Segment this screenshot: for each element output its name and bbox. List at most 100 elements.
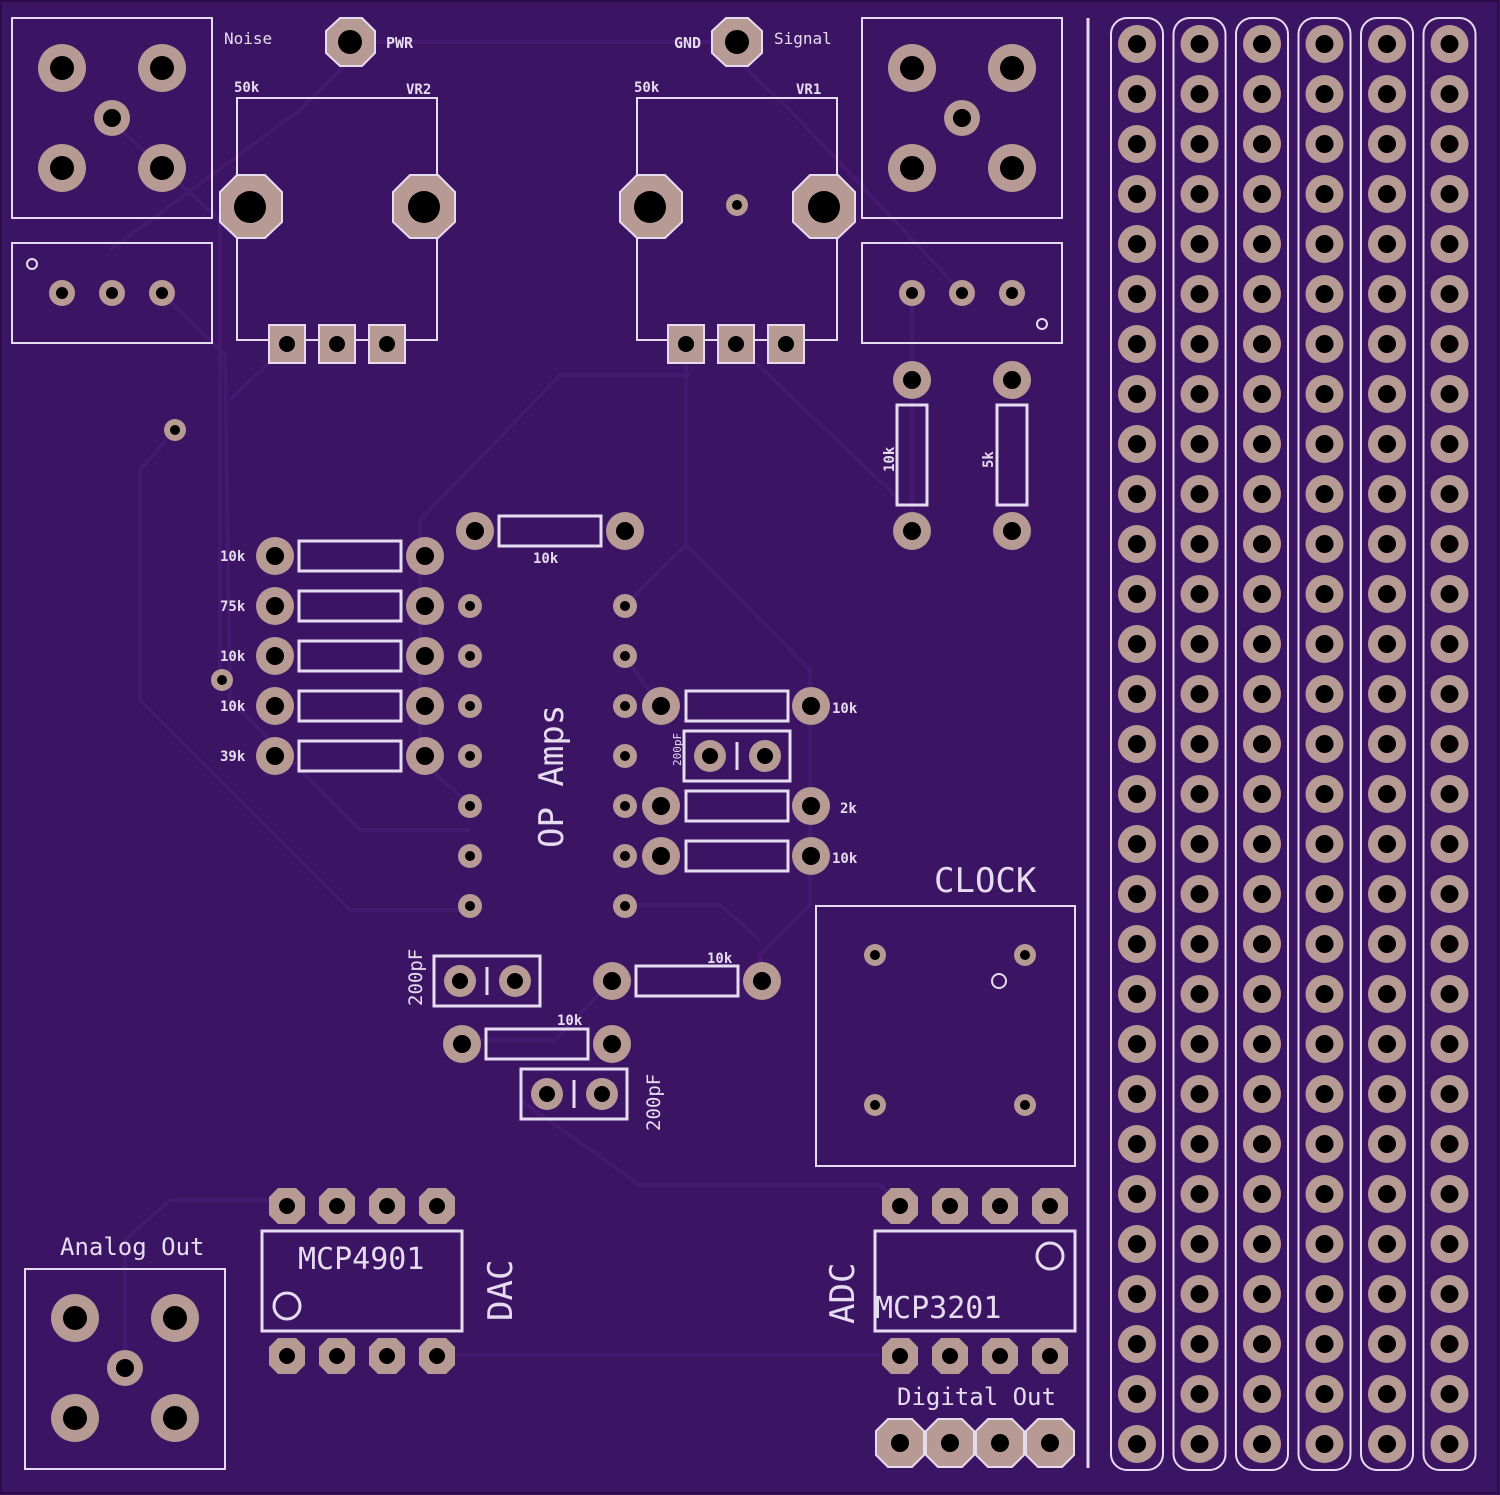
via-hole — [217, 675, 227, 685]
resistor-top-center — [456, 512, 644, 550]
proto-pad-hole — [1253, 285, 1271, 303]
resistor-lower-2 — [443, 1025, 631, 1063]
proto-pad-hole — [1190, 435, 1209, 453]
proto-pad-hole — [1315, 135, 1334, 153]
proto-pad-hole — [1190, 135, 1209, 153]
vr2-value-label: 50k — [234, 80, 260, 96]
proto-pad-hole — [1378, 85, 1396, 103]
proto-pad-hole — [1190, 285, 1209, 303]
proto-pad-hole — [1128, 1035, 1146, 1053]
proto-pad-hole — [1253, 435, 1271, 453]
proto-pad-hole — [1315, 1285, 1334, 1303]
proto-pad-hole — [1128, 1385, 1146, 1403]
proto-pad-hole — [1253, 935, 1271, 953]
proto-pad-hole — [1440, 735, 1459, 753]
proto-pad-hole — [1253, 235, 1271, 253]
proto-pad-hole — [1378, 585, 1396, 603]
proto-pad-hole — [1315, 85, 1334, 103]
proto-pad-hole — [1378, 1385, 1396, 1403]
proto-pad-hole — [1253, 1335, 1271, 1353]
proto-pad-hole — [1128, 35, 1146, 53]
proto-pad-hole — [1315, 585, 1334, 603]
proto-pad-hole — [1128, 885, 1146, 903]
proto-pad-hole — [1315, 885, 1334, 903]
capacitor-lower — [519, 1067, 629, 1121]
proto-pad-hole — [1315, 385, 1334, 403]
resistor-left-5-label: 39k — [220, 749, 246, 765]
proto-strip-outline — [1297, 17, 1352, 1471]
proto-pad-hole — [1190, 935, 1209, 953]
pwr-label: PWR — [386, 34, 414, 52]
proto-pad-hole — [1128, 1435, 1146, 1453]
proto-pad-hole — [1253, 585, 1271, 603]
proto-pad-hole — [1440, 285, 1459, 303]
proto-pad-hole — [1378, 185, 1396, 203]
proto-pad-hole — [1315, 1135, 1334, 1153]
proto-pad-hole — [1128, 1335, 1146, 1353]
proto-pad-hole — [1253, 135, 1271, 153]
proto-pad-hole — [1315, 235, 1334, 253]
resistor-10k-vertical — [893, 361, 931, 550]
noise-switch — [11, 242, 213, 344]
resistor-5k-vertical — [993, 361, 1031, 550]
proto-pad-hole — [1440, 485, 1459, 503]
proto-pad-hole — [1315, 1235, 1334, 1253]
resistor-mid-right-1-label: 10k — [832, 701, 858, 717]
proto-pad-hole — [1378, 685, 1396, 703]
proto-pad-hole — [1190, 1035, 1209, 1053]
proto-pad-hole — [1190, 1435, 1209, 1453]
clock-oscillator — [815, 905, 1076, 1167]
resistor-left-4-label: 10k — [220, 699, 246, 715]
proto-pad-hole — [1128, 985, 1146, 1003]
proto-strip-outline — [1172, 17, 1227, 1471]
proto-pad-hole — [1190, 585, 1209, 603]
proto-pad-hole — [1190, 1135, 1209, 1153]
proto-pad-hole — [1253, 635, 1271, 653]
proto-pad-hole — [1315, 335, 1334, 353]
proto-pad-hole — [1440, 935, 1459, 953]
resistor-5k-vertical-label: 5k — [981, 451, 997, 468]
dac-chip — [260, 1188, 464, 1374]
proto-pad-hole — [1378, 435, 1396, 453]
resistor-mid-right-2-label: 2k — [840, 801, 857, 817]
proto-pad-hole — [1440, 1185, 1459, 1203]
proto-pad-hole — [1128, 535, 1146, 553]
proto-strip-outline — [1360, 17, 1414, 1471]
proto-pad-hole — [1253, 485, 1271, 503]
proto-pad-hole — [1190, 785, 1209, 803]
resistor-top-center-label: 10k — [533, 551, 559, 567]
proto-pad-hole — [1190, 985, 1209, 1003]
gnd-label: GND — [674, 34, 701, 52]
proto-pad-hole — [1128, 1085, 1146, 1103]
proto-pad-hole — [1378, 35, 1396, 53]
proto-pad-hole — [1128, 235, 1146, 253]
proto-pad-hole — [1440, 1385, 1459, 1403]
proto-pad-hole — [1190, 835, 1209, 853]
proto-pad-hole — [1190, 535, 1209, 553]
proto-pad-hole — [1378, 985, 1396, 1003]
proto-pad-hole — [1315, 1385, 1334, 1403]
proto-pad-hole — [1315, 185, 1334, 203]
proto-pad-hole — [1440, 135, 1459, 153]
copper-traces — [108, 40, 962, 1370]
proto-pad-hole — [1440, 785, 1459, 803]
proto-pad-hole — [1440, 35, 1459, 53]
proto-pad-hole — [1128, 685, 1146, 703]
proto-pad-hole — [1315, 985, 1334, 1003]
resistor-lower-1 — [593, 962, 781, 1000]
proto-pad-hole — [1378, 635, 1396, 653]
proto-pad-hole — [1190, 1335, 1209, 1353]
proto-pad-hole — [1128, 385, 1146, 403]
proto-pad-hole — [1315, 435, 1334, 453]
proto-pad-hole — [1440, 1285, 1459, 1303]
proto-pad-hole — [1378, 935, 1396, 953]
proto-pad-hole — [1253, 1035, 1271, 1053]
proto-pad-hole — [1253, 1185, 1271, 1203]
vr1-label: VR1 — [796, 82, 821, 98]
pwr-pad — [325, 17, 376, 67]
proto-pad-hole — [1128, 1285, 1146, 1303]
proto-pad-hole — [1190, 1385, 1209, 1403]
proto-pad-hole — [1315, 1035, 1334, 1053]
proto-pad-hole — [1378, 1285, 1396, 1303]
